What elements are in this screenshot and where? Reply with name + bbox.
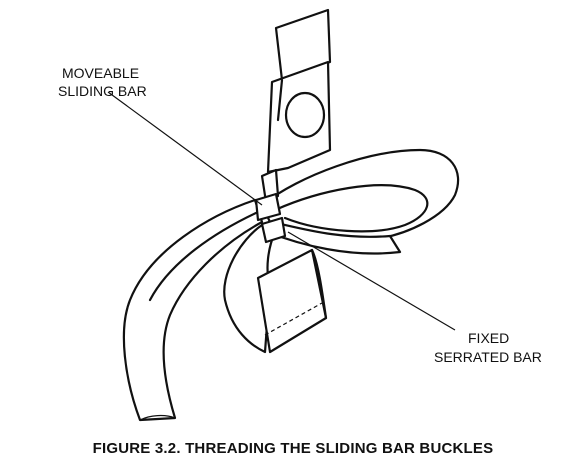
buckle-rivet <box>286 93 324 137</box>
moveable-leader-line <box>108 92 262 205</box>
moveable-label-line1: MOVEABLE <box>62 65 139 81</box>
figure-caption: FIGURE 3.2. THREADING THE SLIDING BAR BU… <box>0 440 586 457</box>
moveable-label-line2: SLIDING BAR <box>58 83 147 99</box>
vertical-webbing <box>268 10 330 172</box>
fixed-label-line1: FIXED <box>468 330 509 346</box>
fixed-label-line2: SERRATED BAR <box>434 349 542 365</box>
